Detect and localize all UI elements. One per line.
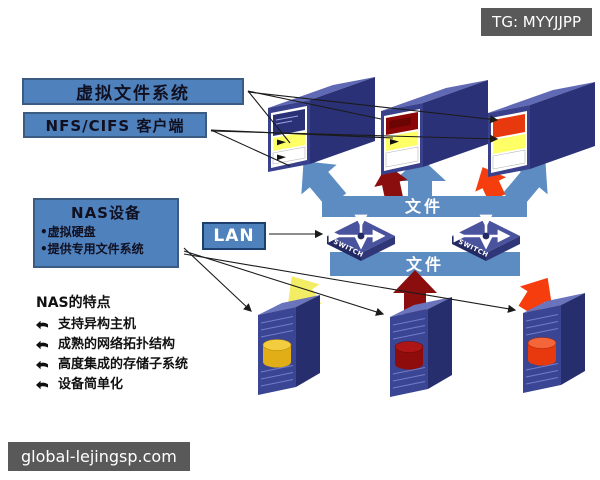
feature-text: 设备简单化 (58, 377, 124, 392)
watermark-text: global-lejingsp.com (21, 447, 177, 466)
watermark-badge-top-right: TG: MYYJJPP (481, 8, 592, 36)
hand-pointer-icon (36, 360, 48, 369)
client-server-icon-1 (268, 77, 375, 172)
stripe-arrow-icon (277, 154, 286, 161)
watermark-text: TG: MYYJJPP (492, 13, 581, 31)
storage-tower-icon-2 (390, 297, 452, 397)
nfs-cifs-client-box: NFS/CIFS 客户端 (23, 112, 207, 138)
vent-lines (525, 314, 559, 385)
virtual-file-system-box: 虚拟文件系统 (22, 78, 244, 105)
list-item: 设备简单化 (36, 377, 276, 392)
nas-features-list: NAS的特点 支持异构主机 成熟的网络拓扑结构 高度集成的存储子系统 设备简单化 (36, 292, 276, 392)
upper-banner-label: 文件 (405, 197, 443, 216)
nas-device-item: •虚拟硬盘 (40, 225, 96, 239)
storage-tower-icon-3 (523, 293, 585, 393)
connection-lines (183, 90, 517, 316)
lower-banner-label: 文件 (406, 255, 444, 274)
stripe-arrow-icon (277, 139, 286, 146)
vent-lines (260, 316, 294, 387)
banner-arrow-up-center (394, 157, 446, 199)
upper-file-banner (301, 157, 548, 217)
feature-text: 成熟的网络拓扑结构 (58, 337, 176, 352)
list-item: 支持异构主机 (36, 317, 276, 332)
feature-text: 支持异构主机 (58, 317, 137, 332)
list-item: 高度集成的存储子系统 (36, 357, 276, 372)
nas-device-box: NAS设备 •虚拟硬盘 •提供专用文件系统 (33, 198, 179, 268)
hand-pointer-icon (36, 320, 48, 329)
feature-text: 高度集成的存储子系统 (58, 357, 189, 372)
virtual-file-system-label: 虚拟文件系统 (76, 84, 190, 104)
client-server-icon-3 (488, 82, 595, 177)
nas-device-item: •提供专用文件系统 (40, 242, 144, 256)
hand-pointer-icon (36, 340, 48, 349)
lan-box: LAN (202, 222, 266, 250)
disk-cylinder-yellow (262, 339, 292, 368)
orange-arrow-upper (475, 167, 507, 202)
vent-lines (392, 318, 426, 389)
lan-label: LAN (213, 226, 255, 246)
orange-arrow-lower (518, 277, 553, 317)
list-item: 成熟的网络拓扑结构 (36, 337, 276, 352)
features-title: NAS的特点 (36, 295, 111, 311)
stripe-arrow-icon (390, 139, 399, 145)
disk-cylinder-red (527, 337, 557, 366)
client-server-icon-2 (381, 80, 488, 175)
nas-device-title: NAS设备 (71, 204, 141, 222)
nfs-cifs-client-label: NFS/CIFS 客户端 (45, 116, 185, 135)
watermark-badge-bottom-left: global-lejingsp.com (8, 442, 190, 471)
hand-pointer-icon (36, 380, 48, 389)
disk-cylinder-dark-red (394, 341, 424, 370)
upper-banner-bar (322, 196, 527, 217)
storage-tower-icon-1 (258, 295, 320, 395)
